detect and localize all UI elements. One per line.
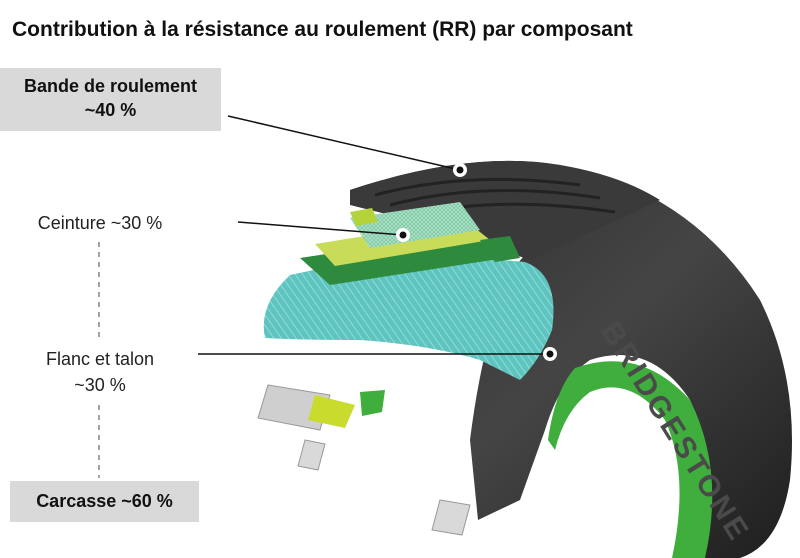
bead-strip-left — [297, 439, 326, 471]
belt-edge-left — [350, 208, 378, 226]
tread-label: Bande de roulement — [23, 76, 198, 96]
leader-belt — [237, 221, 404, 236]
marker-sidewall — [543, 347, 557, 361]
carcass-label-box: Carcasse ~60 % — [10, 481, 199, 522]
marker-tread — [453, 163, 467, 177]
tread-percentage: ~40 % — [84, 100, 137, 120]
belt-layer-mesh — [350, 202, 480, 248]
belt-edge-right — [480, 236, 520, 262]
sidewall-label-name: Flanc et talon — [45, 349, 155, 369]
carcass-ply — [263, 258, 554, 380]
belt-label: Ceinture ~30 % — [37, 213, 163, 233]
inner-liner — [548, 361, 713, 558]
sidewall-percentage: ~30 % — [74, 375, 126, 395]
sidewall-label: Flanc et talon ~30 % — [0, 346, 200, 398]
marker-belt — [396, 228, 410, 242]
bead-green-left — [360, 390, 385, 416]
bead-right — [431, 499, 471, 536]
carcass-label: Carcasse ~60 % — [36, 491, 173, 511]
bead-filler-left — [308, 395, 355, 428]
tire-outer-body — [350, 160, 792, 558]
diagram-title: Contribution à la résistance au roulemen… — [12, 18, 633, 41]
leader-tread — [227, 115, 461, 171]
tread-label-box: Bande de roulement ~40 % — [0, 68, 221, 131]
